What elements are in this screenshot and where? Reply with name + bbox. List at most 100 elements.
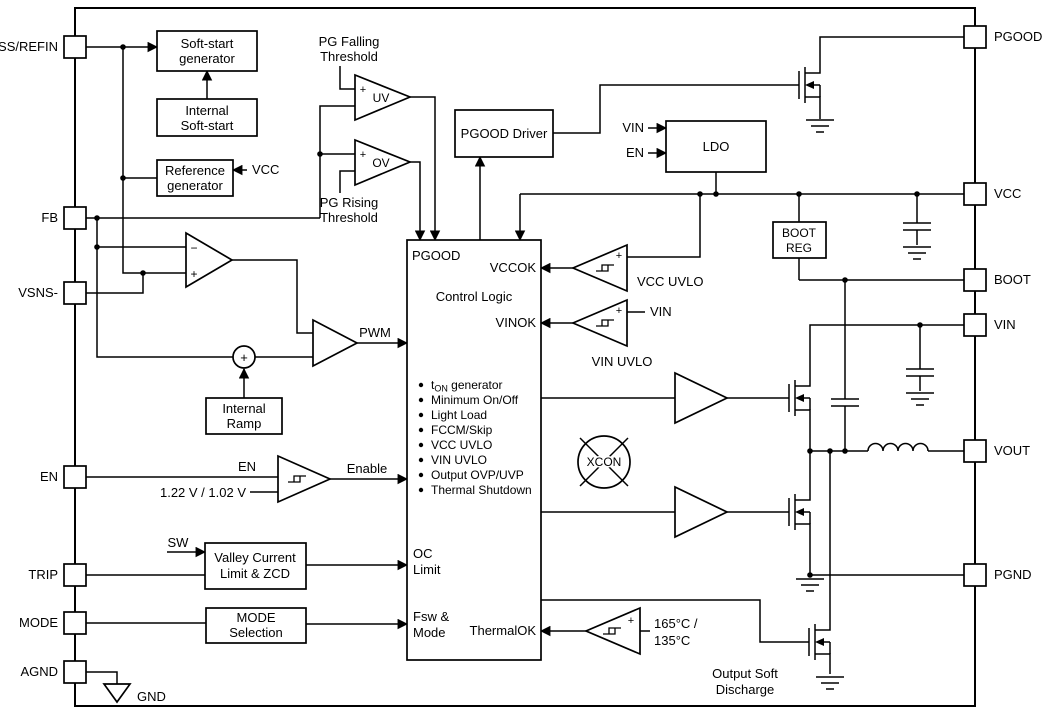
pin-label-vcc: VCC: [994, 186, 1021, 201]
control-logic-pgood-label: PGOOD: [412, 248, 460, 263]
control-logic-vinok-label: VINOK: [496, 315, 537, 330]
vcc-uvlo-label: VCC UVLO: [637, 274, 703, 289]
agnd-symbol: [102, 683, 132, 704]
ldo-vin-label: VIN: [622, 120, 644, 135]
xcon-label: XCON: [587, 455, 622, 469]
soft-start-generator-label: Soft-start: [181, 36, 234, 51]
uv-comparator-label: UV: [373, 91, 390, 105]
ldo-label: LDO: [703, 139, 730, 154]
pin-boot: [963, 268, 987, 292]
junction-dots: [94, 44, 923, 578]
pg-falling-threshold-label2: Threshold: [320, 49, 378, 64]
control-logic-title: Control Logic: [436, 289, 513, 304]
vin-uvlo-comparator: [570, 298, 628, 348]
pwm-signal-label: PWM: [359, 325, 391, 340]
pin-ss-refin: [63, 35, 87, 59]
boot-reg-label: BOOT: [782, 226, 817, 240]
thermal-threshold-label2: 135°C: [654, 633, 690, 648]
vcc-capacitor: [903, 194, 931, 245]
block-mode-selection: [205, 607, 307, 644]
bullet-vin-uvlo: VIN UVLO: [431, 453, 487, 467]
control-logic-vccok-label: VCCOK: [490, 260, 537, 275]
summing-junction: [232, 345, 256, 369]
pin-trip: [63, 563, 87, 587]
pin-label-mode: MODE: [19, 615, 58, 630]
internal-soft-start-label: Internal: [185, 103, 228, 118]
pin-vout: [963, 439, 987, 463]
pin-boxes: [63, 25, 987, 684]
pin-label-vout: VOUT: [994, 443, 1030, 458]
high-side-driver: [674, 371, 729, 425]
bullet-thermal-shutdown: Thermal Shutdown: [431, 483, 532, 497]
thermal-threshold-label: 165°C /: [654, 616, 698, 631]
thermal-plus-sign: +: [628, 615, 634, 627]
error-amp-minus-sign: −: [190, 241, 197, 255]
pgood-driver-label: PGOOD Driver: [461, 126, 548, 141]
block-valley-current-limit: [204, 542, 307, 590]
internal-ramp-label2: Ramp: [227, 416, 262, 431]
pin-label-ss-refin: SS/REFIN: [0, 39, 58, 54]
pin-mode: [63, 611, 87, 635]
vin-uvlo-plus-sign: +: [616, 305, 622, 317]
enable-signal-label: Enable: [347, 461, 387, 476]
pg-rising-threshold-label: PG Rising: [320, 195, 379, 210]
bullet-vcc-uvlo: VCC UVLO: [431, 438, 492, 452]
error-amplifier: [185, 231, 234, 289]
ldo-en-label: EN: [626, 145, 644, 160]
vcc-uvlo-comparator: [570, 243, 628, 293]
block-internal-soft-start: [156, 98, 258, 137]
bullet-fccm-skip: FCCM/Skip: [431, 423, 493, 437]
error-amp-plus-sign: +: [190, 267, 197, 281]
mode-selection-label: MODE: [237, 610, 276, 625]
pin-label-en: EN: [40, 469, 58, 484]
summing-plus-sign: +: [240, 350, 248, 365]
pg-falling-threshold-label: PG Falling: [319, 34, 380, 49]
mode-selection-label2: Selection: [229, 625, 282, 640]
block-soft-start-generator: [156, 30, 258, 72]
pin-label-vsns: VSNS-: [18, 285, 58, 300]
bullet-minimum-on-off: Minimum On/Off: [431, 393, 519, 407]
pin-vin: [963, 313, 987, 337]
bullet-ton-generator: tON generator: [431, 378, 503, 394]
thermal-comparator: [583, 606, 641, 656]
pin-label-fb: FB: [41, 210, 58, 225]
pin-vcc: [963, 182, 987, 206]
fsw-mode-label: Fsw &: [413, 609, 449, 624]
block-internal-ramp: [205, 397, 283, 435]
output-soft-discharge-label: Output Soft: [712, 666, 778, 681]
valley-current-limit-label2: Limit & ZCD: [220, 566, 290, 581]
pin-label-trip: TRIP: [28, 567, 58, 582]
en-signal-label: EN: [238, 459, 256, 474]
bullet-light-load: Light Load: [431, 408, 487, 422]
oc-limit-label: OC: [413, 546, 433, 561]
boot-reg-label2: REG: [786, 241, 812, 255]
pin-label-pgnd: PGND: [994, 567, 1032, 582]
block-reference-generator: [156, 159, 234, 197]
pin-label-boot: BOOT: [994, 272, 1031, 287]
uv-plus-sign: +: [360, 84, 366, 96]
vin-uvlo-label: VIN UVLO: [592, 354, 653, 369]
pin-label-pgood: PGOOD: [994, 29, 1042, 44]
pin-pgnd: [963, 563, 987, 587]
ov-plus-sign: +: [360, 149, 366, 161]
gnd-label: GND: [137, 689, 166, 704]
reference-generator-label2: generator: [167, 178, 223, 193]
xcon-cross-line: [579, 437, 629, 487]
pg-rising-threshold-label2: Threshold: [320, 210, 378, 225]
soft-start-generator-label2: generator: [179, 51, 235, 66]
block-control-logic: [406, 239, 542, 661]
bullet-output-ovp-uvp: Output OVP/UVP: [431, 468, 524, 482]
vcc-uvlo-plus-sign: +: [616, 250, 622, 262]
bootstrap-capacitor: [831, 280, 859, 451]
vin-comparator-input-label: VIN: [650, 304, 672, 319]
pin-pgood: [963, 25, 987, 49]
pin-label-vin: VIN: [994, 317, 1016, 332]
pin-agnd: [63, 660, 87, 684]
en-comparator: [277, 454, 333, 504]
hysteresis-icons: [288, 264, 621, 635]
vcc-refgen-label: VCC: [252, 162, 279, 177]
en-threshold-label: 1.22 V / 1.02 V: [160, 485, 246, 500]
pwm-comparator: [312, 318, 359, 368]
